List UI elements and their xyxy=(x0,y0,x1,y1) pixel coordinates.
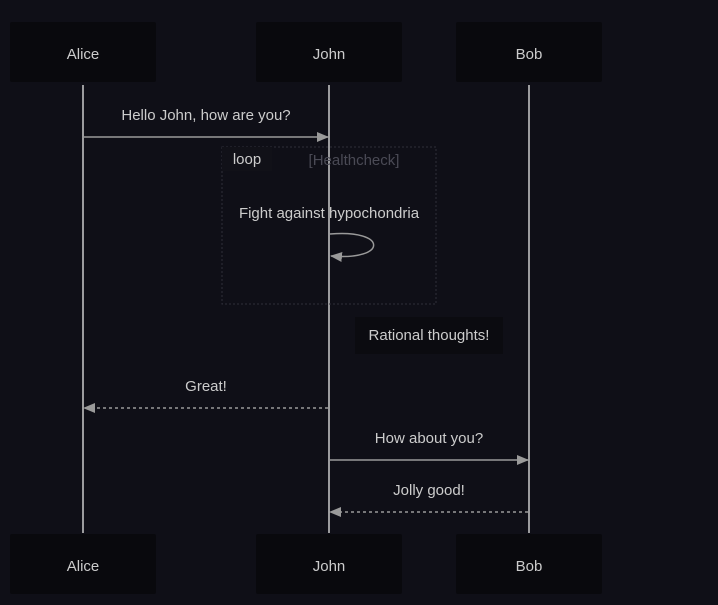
actor-box-alice-top[interactable]: Alice xyxy=(10,22,156,82)
note-label: Rational thoughts! xyxy=(369,327,490,344)
message-label: Jolly good! xyxy=(393,482,465,499)
note-box xyxy=(355,317,503,354)
actor-box-bob-bottom[interactable]: Bob xyxy=(456,534,602,594)
message-label: Great! xyxy=(185,378,227,395)
actor-rect xyxy=(10,22,156,82)
message-john-to-alice[interactable]: Great! xyxy=(83,378,328,413)
actor-box-bob-top[interactable]: Bob xyxy=(456,22,602,82)
actor-rect xyxy=(10,534,156,594)
message-label: Fight against hypochondria xyxy=(239,205,420,222)
actor-label: John xyxy=(313,46,346,63)
actor-rect xyxy=(256,534,402,594)
message-label: Hello John, how are you? xyxy=(121,107,290,124)
actor-rect xyxy=(256,22,402,82)
loop-border xyxy=(221,146,437,305)
loop-label-box xyxy=(222,147,272,171)
loop-fragment: loop [Healthcheck] xyxy=(221,146,437,305)
actor-label: Bob xyxy=(516,46,543,63)
actor-label: John xyxy=(313,558,346,575)
actor-box-alice-bottom[interactable]: Alice xyxy=(10,534,156,594)
message-alice-to-john[interactable]: Hello John, how are you? xyxy=(84,107,329,142)
message-john-to-bob[interactable]: How about you? xyxy=(330,430,529,465)
loop-label: loop xyxy=(233,151,261,168)
actor-box-john-top[interactable]: John xyxy=(256,22,402,82)
actor-label: Alice xyxy=(67,558,100,575)
note-rational-thoughts: Rational thoughts! xyxy=(355,317,503,354)
message-label: How about you? xyxy=(375,430,483,447)
actor-label: Bob xyxy=(516,558,543,575)
actor-rect xyxy=(456,22,602,82)
actor-box-john-bottom[interactable]: John xyxy=(256,534,402,594)
message-john-self[interactable]: Fight against hypochondria xyxy=(239,205,420,262)
actor-rect xyxy=(456,534,602,594)
actor-label: Alice xyxy=(67,46,100,63)
message-bob-to-john[interactable]: Jolly good! xyxy=(329,482,528,517)
self-call-arrow xyxy=(329,232,375,262)
loop-condition: [Healthcheck] xyxy=(309,152,400,169)
